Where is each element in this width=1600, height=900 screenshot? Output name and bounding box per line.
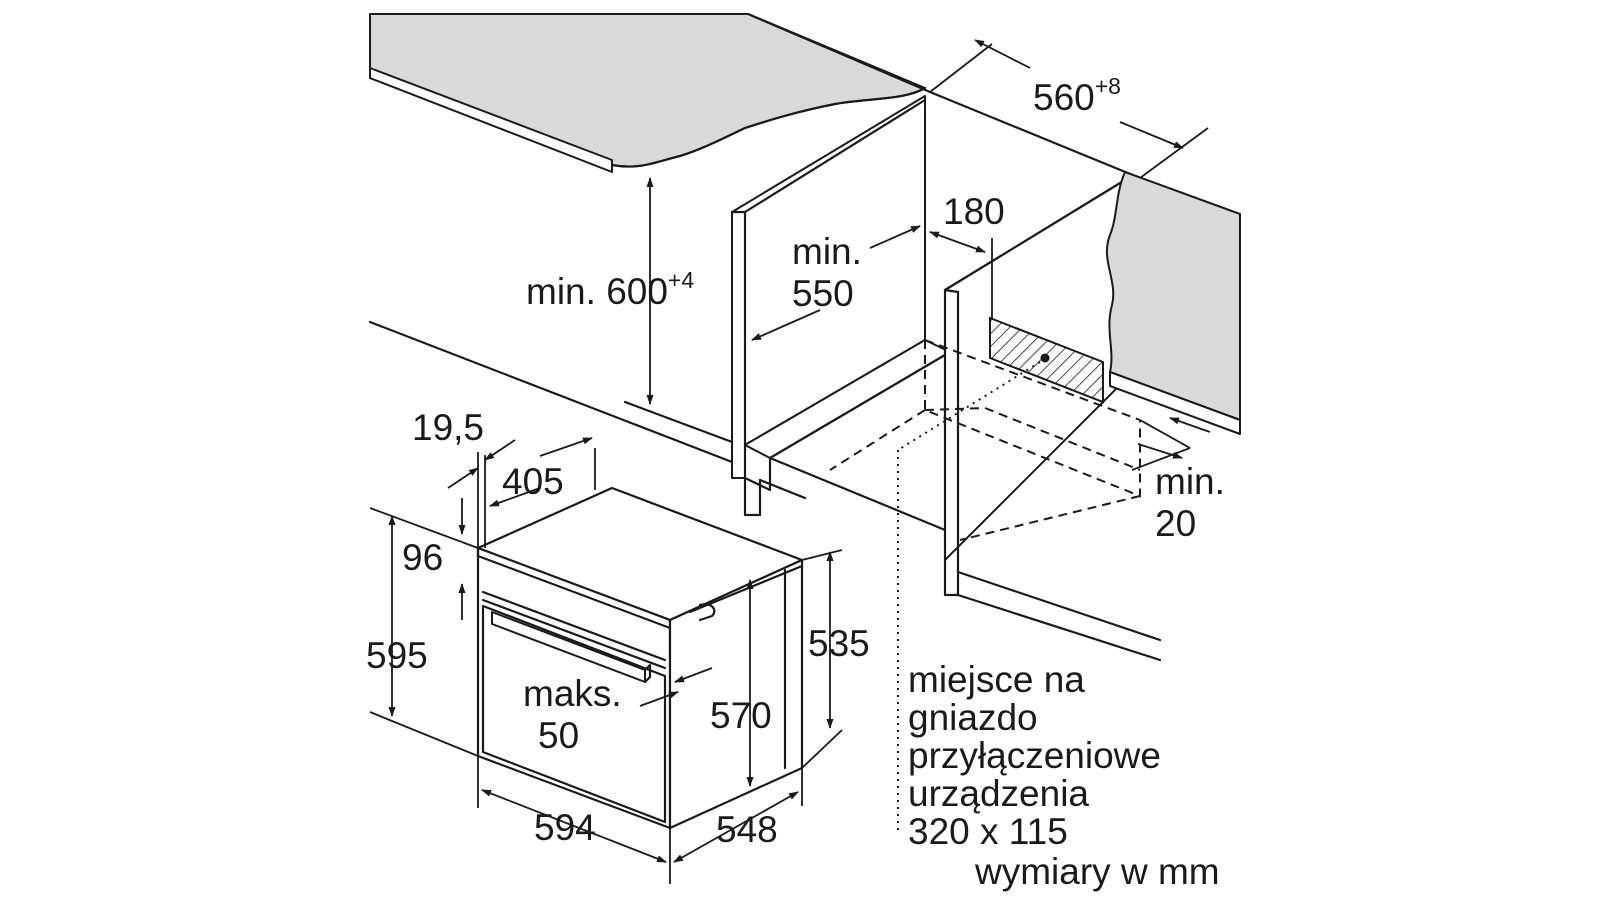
- label-body-height-inner: 570: [710, 695, 772, 736]
- socket-note-line: urządzenia: [908, 773, 1089, 814]
- socket-note-line: przyłączeniowe: [908, 735, 1161, 776]
- label-niche-height: min. 600+4: [526, 267, 694, 312]
- label-oven-height: 595: [366, 635, 428, 676]
- dimension-lines: [369, 39, 1211, 884]
- socket-dotted-lines: [897, 361, 1041, 830]
- oven-outline-dashed: [829, 339, 1141, 541]
- label-control-height: 96: [402, 537, 443, 578]
- oven: [476, 486, 804, 830]
- floor-line-left: [368, 320, 734, 464]
- label-niche-width: 560+8: [1033, 73, 1121, 118]
- oven-control-panel: [481, 590, 667, 662]
- label-door-clearance-line2: 50: [538, 715, 579, 756]
- label-back-gap-line1: min.: [1155, 461, 1225, 502]
- socket-note-line: 320 x 115: [908, 811, 1068, 852]
- label-oven-depth: 548: [716, 809, 778, 850]
- socket-note-line: gniazdo: [908, 697, 1038, 738]
- label-niche-depth-line1: min.: [792, 231, 862, 272]
- label-panel-offset: 19,5: [412, 407, 484, 448]
- socket-note: miejsce na gniazdo przyłączeniowe urządz…: [908, 659, 1161, 852]
- units-note: wymiary w mm: [974, 851, 1220, 892]
- label-socket-offset: 180: [943, 191, 1005, 232]
- label-door-clearance-line1: maks.: [523, 673, 622, 714]
- right-wall: [1105, 171, 1241, 435]
- floor-line-mid: [623, 400, 734, 444]
- label-back-gap-line2: 20: [1155, 503, 1196, 544]
- label-handle-offset: 405: [502, 461, 564, 502]
- cabinet-left-panel: [730, 95, 952, 532]
- label-body-height-side: 535: [808, 623, 870, 664]
- socket-area: [989, 316, 1104, 404]
- label-oven-width: 594: [534, 807, 596, 848]
- socket-note-line: miejsce na: [908, 659, 1085, 700]
- socket-icon: [1040, 353, 1050, 363]
- label-niche-depth-line2: 550: [792, 273, 854, 314]
- worktop: [369, 13, 927, 173]
